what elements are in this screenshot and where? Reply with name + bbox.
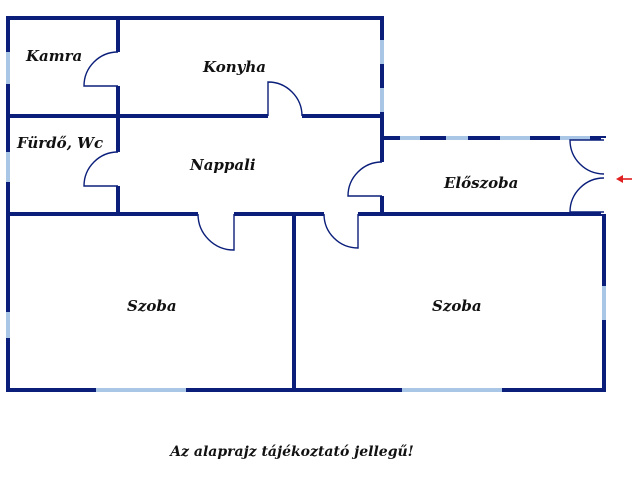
room-label-konyha: Konyha bbox=[202, 58, 266, 76]
room-label-szoba-right: Szoba bbox=[432, 297, 482, 315]
entrance-arrow-icon bbox=[616, 175, 632, 183]
room-label-szoba-left: Szoba bbox=[127, 297, 177, 315]
door-furdo bbox=[83, 151, 121, 187]
room-label-nappali: Nappali bbox=[189, 156, 256, 174]
room-label-eloszoba: Előszoba bbox=[443, 174, 518, 192]
windows bbox=[6, 40, 606, 392]
outer-walls bbox=[6, 16, 606, 392]
door-szoba-left bbox=[197, 211, 235, 251]
room-label-furdo: Fürdő, Wc bbox=[16, 134, 103, 152]
doors bbox=[83, 51, 607, 251]
door-kamra bbox=[83, 51, 121, 87]
interior-walls bbox=[6, 16, 606, 392]
room-label-kamra: Kamra bbox=[25, 47, 82, 65]
door-eloszoba bbox=[347, 161, 385, 197]
door-konyha bbox=[267, 81, 303, 119]
door-entrance bbox=[569, 138, 607, 214]
plan-caption: Az alaprajz tájékoztató jellegű! bbox=[168, 444, 414, 460]
door-szoba-right bbox=[323, 211, 359, 249]
